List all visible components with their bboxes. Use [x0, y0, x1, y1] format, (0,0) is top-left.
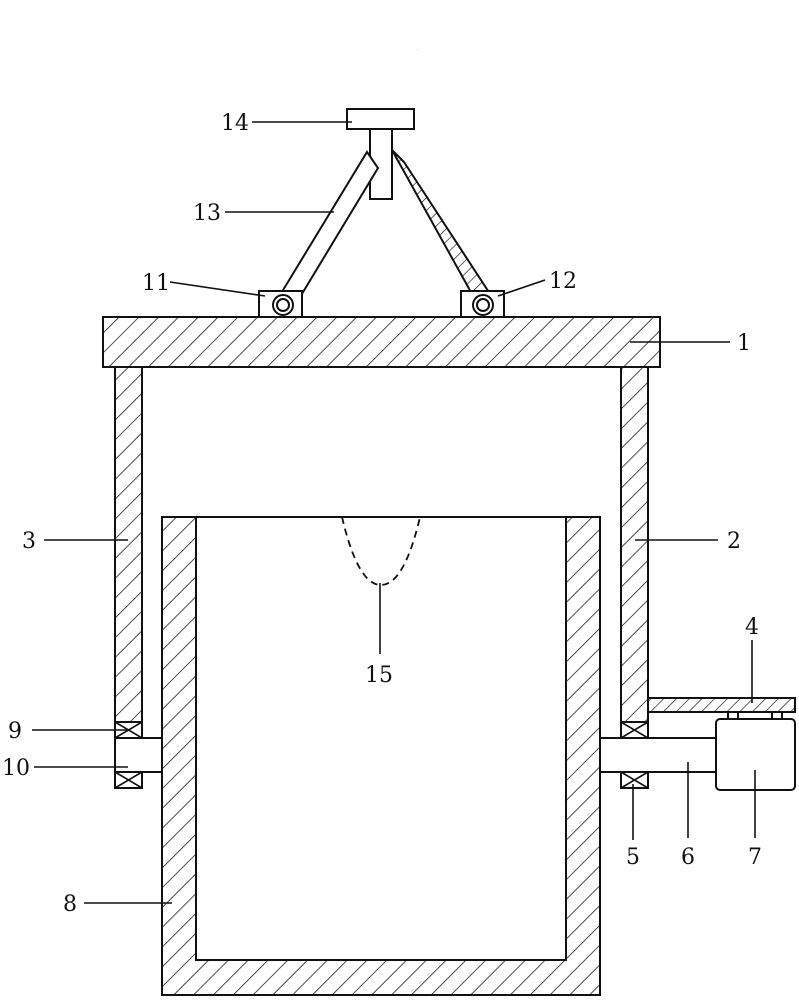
mounting-plate — [647, 697, 796, 713]
bearing-left-top-x — [114, 721, 143, 739]
bucket-interior — [197, 518, 565, 959]
label-7: 7 — [748, 845, 762, 870]
leader-11 — [169, 281, 266, 297]
leader-12 — [497, 279, 546, 297]
hook-inner — [342, 6, 421, 108]
bucket-wall — [161, 516, 601, 996]
sling-left — [275, 150, 380, 314]
label-13: 13 — [193, 201, 221, 226]
label-1: 1 — [737, 331, 751, 356]
label-9: 9 — [8, 719, 22, 744]
label-12: 12 — [549, 269, 577, 294]
lug-pin-left-inner — [276, 298, 290, 312]
sling-right — [391, 149, 496, 314]
label-2: 2 — [727, 529, 741, 554]
label-4: 4 — [745, 615, 759, 640]
top-plate — [102, 316, 661, 368]
label-8: 8 — [63, 892, 77, 917]
bearing-right-top-x — [620, 721, 649, 739]
label-5: 5 — [626, 845, 640, 870]
label-3: 3 — [22, 529, 36, 554]
lug-pin-right-inner — [476, 298, 490, 312]
hook-nut — [346, 108, 415, 130]
right-arm — [620, 366, 649, 723]
bearing-right-bottom-x — [620, 771, 649, 789]
label-11: 11 — [142, 271, 170, 296]
right-shaft — [599, 737, 717, 773]
label-15: 15 — [365, 663, 393, 688]
bearing-left-bottom-x — [114, 771, 143, 789]
label-6: 6 — [681, 845, 695, 870]
left-arm — [114, 366, 143, 723]
label-14: 14 — [221, 111, 249, 136]
label-10: 10 — [2, 756, 30, 781]
